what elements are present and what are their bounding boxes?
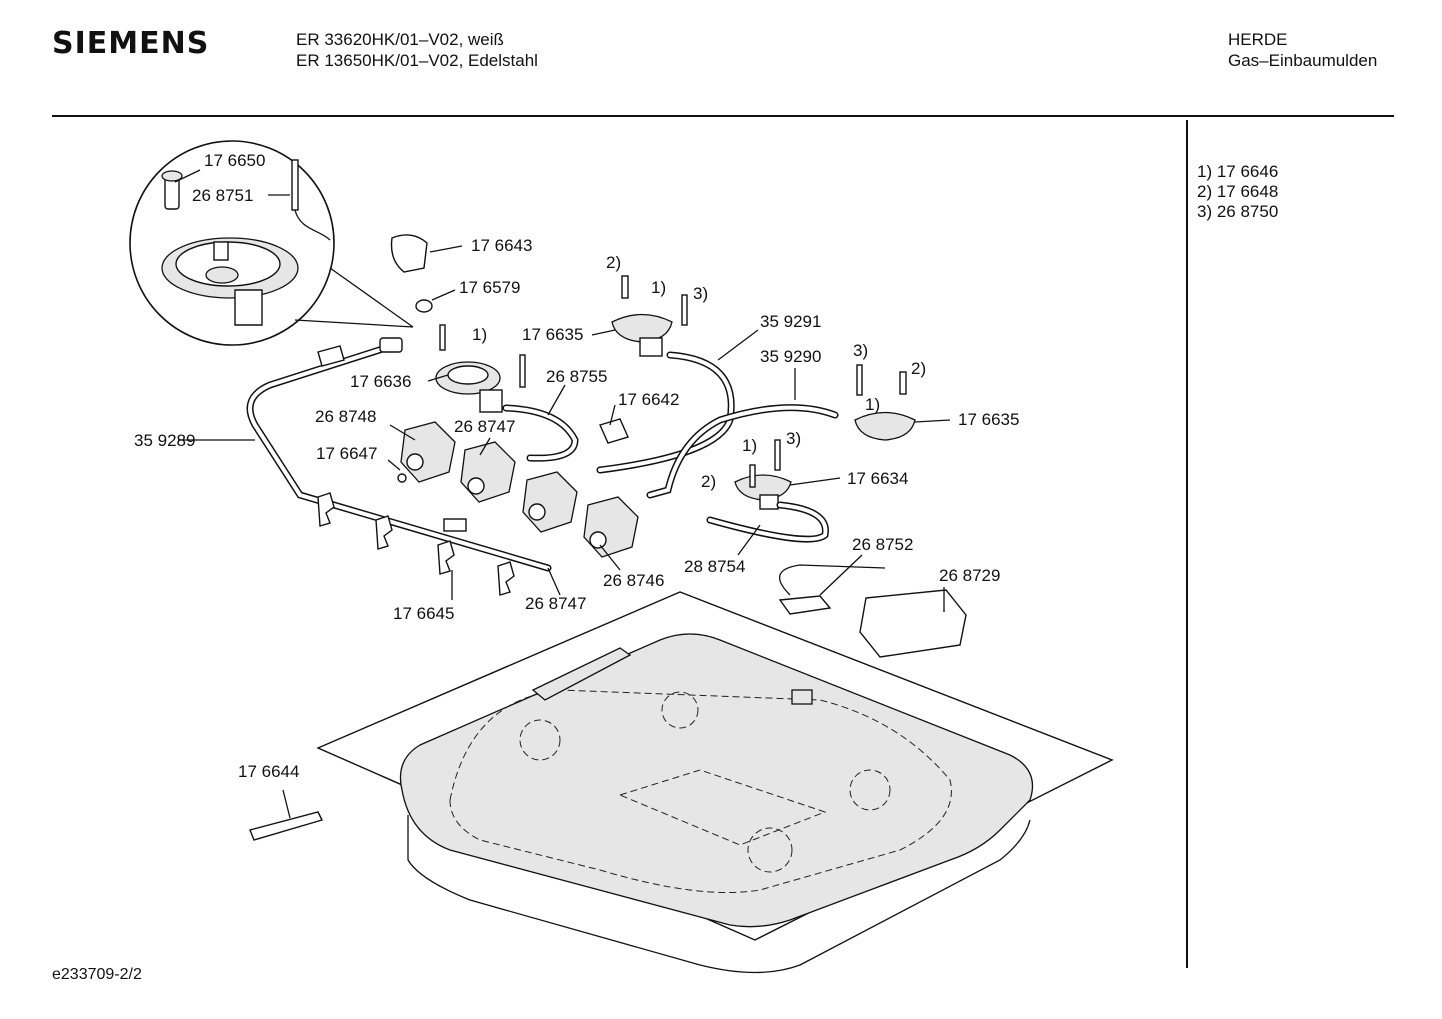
header-divider <box>52 115 1394 117</box>
ignition-module <box>778 564 967 658</box>
strip-17-6644 <box>249 811 324 841</box>
ref-mark-3: 3) <box>693 284 708 303</box>
label-17-6647: 17 6647 <box>316 444 377 463</box>
ref-mark-2: 2) <box>606 253 621 272</box>
label-17-6635-right: 17 6635 <box>958 410 1019 429</box>
label-26-8746: 26 8746 <box>603 571 664 590</box>
label-26-8755: 26 8755 <box>546 367 607 386</box>
legend-item-3: 3) 26 8750 <box>1197 202 1279 221</box>
ref-mark-1: 1) <box>472 325 487 344</box>
label-17-6642: 17 6642 <box>618 390 679 409</box>
label-26-8747-lower: 26 8747 <box>525 594 586 613</box>
ref-mark-3: 3) <box>853 341 868 360</box>
burner-17-6634 <box>734 439 792 510</box>
ref-mark-1: 1) <box>865 395 880 414</box>
label-17-6636: 17 6636 <box>350 372 411 391</box>
burner-17-6635-right <box>854 364 916 441</box>
gas-supply-tube <box>246 337 552 572</box>
label-17-6650: 17 6650 <box>204 151 265 170</box>
burner-detail-inset <box>129 140 414 346</box>
label-17-6635-top: 17 6635 <box>522 325 583 344</box>
burner-17-6635-top <box>611 275 688 357</box>
leader-lines <box>174 169 951 819</box>
category-line-2: Gas–Einbaumulden <box>1228 51 1378 70</box>
label-28-8754: 28 8754 <box>684 557 745 576</box>
label-35-9290: 35 9290 <box>760 347 821 366</box>
clips-group <box>317 492 515 596</box>
reference-marks: 1) 2) 1) 3) 3) 2) 1) 1) 3) 2) <box>472 253 926 491</box>
label-26-8747-upper: 26 8747 <box>454 417 515 436</box>
gas-valves <box>397 421 639 558</box>
label-26-8729: 26 8729 <box>939 566 1000 585</box>
brand-logo: SIEMENS <box>52 26 210 61</box>
ref-mark-3: 3) <box>786 429 801 448</box>
small-connectors <box>390 234 433 313</box>
label-35-9291: 35 9291 <box>760 312 821 331</box>
burner-17-6636 <box>435 324 526 413</box>
ref-mark-1: 1) <box>742 436 757 455</box>
label-17-6644: 17 6644 <box>238 762 299 781</box>
legend-item-1: 1) 17 6646 <box>1197 162 1279 181</box>
label-17-6645: 17 6645 <box>393 604 454 623</box>
label-26-8751: 26 8751 <box>192 186 253 205</box>
category-line-1: HERDE <box>1228 30 1288 49</box>
ref-mark-2: 2) <box>701 472 716 491</box>
label-35-9289: 35 9289 <box>134 431 195 450</box>
gas-pipes <box>502 351 839 543</box>
legend-divider <box>1186 120 1188 968</box>
ref-mark-1: 1) <box>651 278 666 297</box>
label-17-6579: 17 6579 <box>459 278 520 297</box>
ref-mark-2: 2) <box>911 359 926 378</box>
model-line-1: ER 33620HK/01–V02, weiß <box>296 30 504 49</box>
label-26-8748: 26 8748 <box>315 407 376 426</box>
document-id: e233709-2/2 <box>52 966 142 983</box>
legend-item-2: 2) 17 6648 <box>1197 182 1279 201</box>
model-line-2: ER 13650HK/01–V02, Edelstahl <box>296 51 538 70</box>
hob-shell <box>316 591 1114 974</box>
label-17-6643: 17 6643 <box>471 236 532 255</box>
label-17-6634: 17 6634 <box>847 469 908 488</box>
part-labels: 17 6650 26 8751 17 6643 17 6579 17 6635 … <box>134 151 1019 781</box>
label-26-8752: 26 8752 <box>852 535 913 554</box>
